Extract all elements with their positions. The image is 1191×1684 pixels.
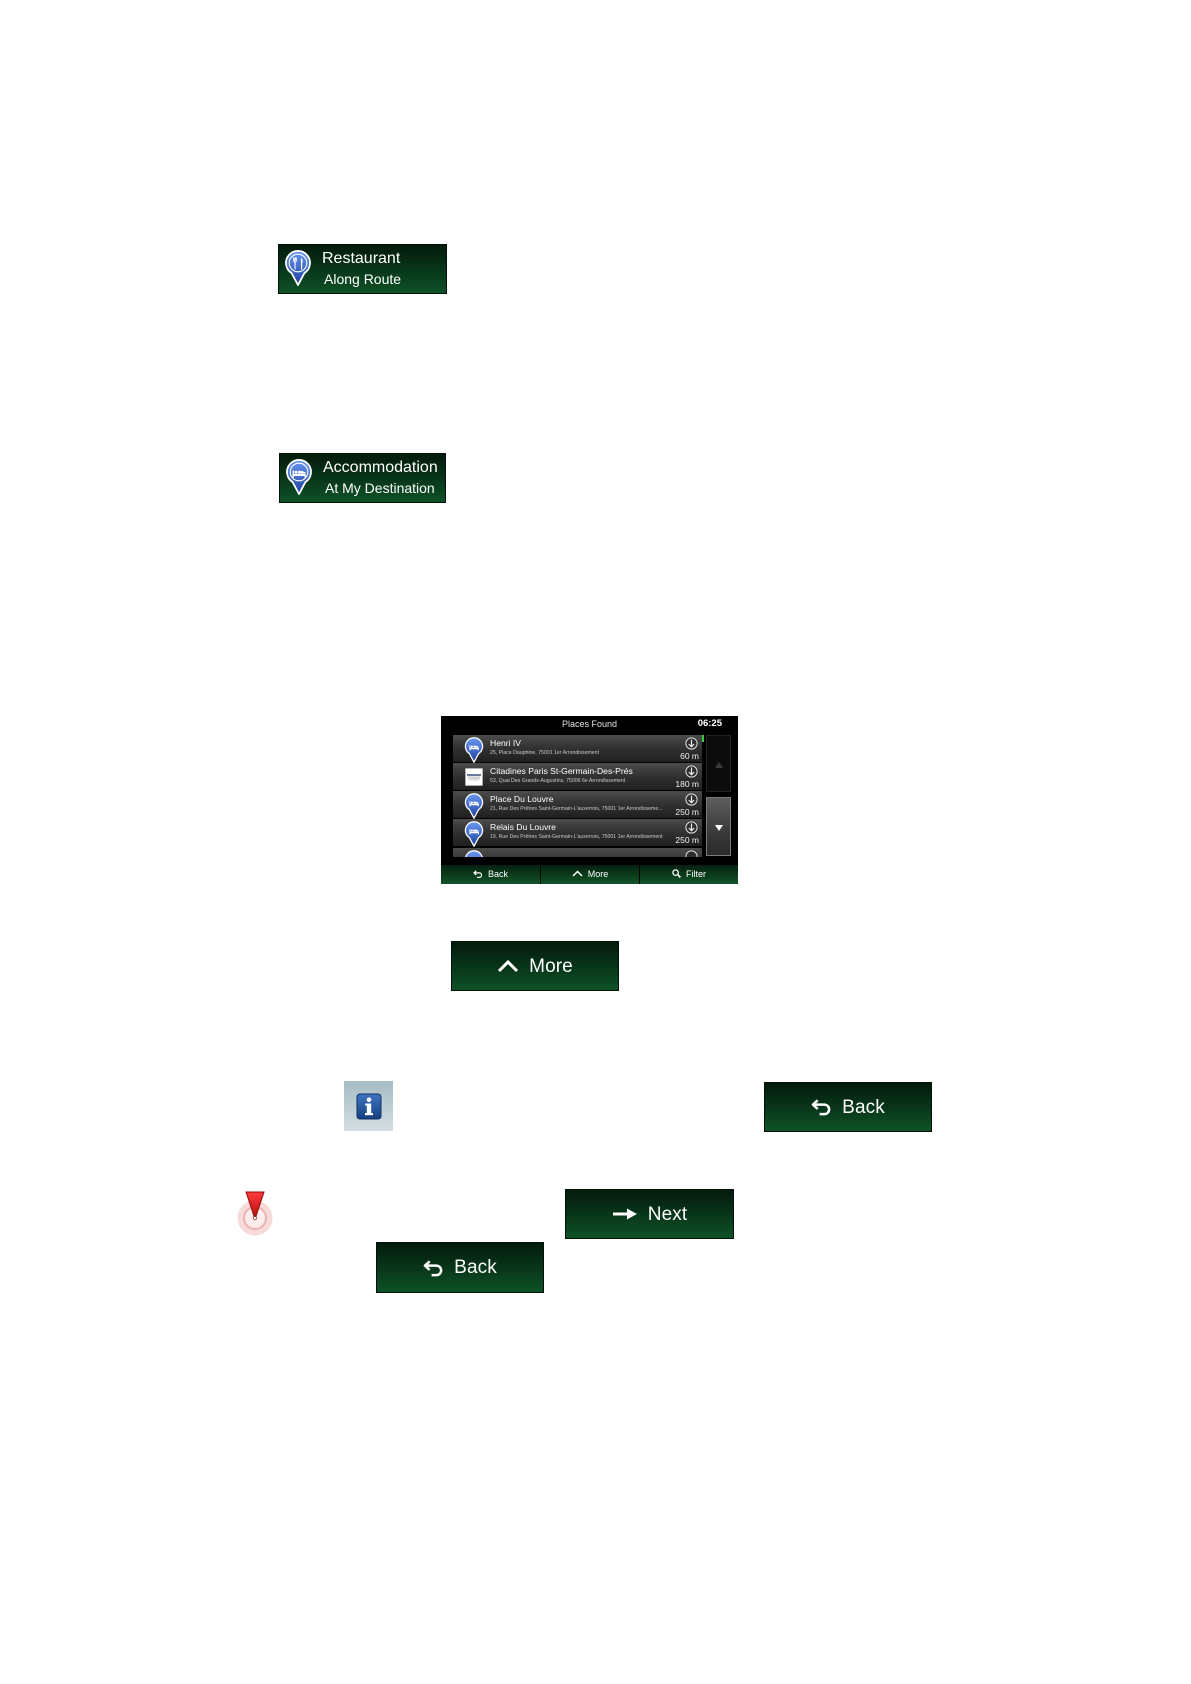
back-label: Back bbox=[842, 1096, 885, 1118]
hotel-pin-icon bbox=[464, 850, 484, 857]
back-button[interactable]: Back bbox=[764, 1082, 932, 1132]
scroll-position-indicator bbox=[702, 735, 704, 742]
search-icon bbox=[672, 869, 681, 880]
restaurant-along-route-button[interactable]: Restaurant Along Route bbox=[278, 244, 447, 294]
place-distance: 180 m bbox=[675, 779, 699, 789]
scroll-up-arrow-icon bbox=[714, 755, 723, 773]
results-list: Henri IV 25, Place Dauphine, 75001 1er A… bbox=[453, 735, 702, 857]
restaurant-pin-icon bbox=[284, 250, 312, 287]
hotel-pin-icon bbox=[464, 793, 484, 820]
scroll-up-button[interactable] bbox=[706, 735, 731, 792]
toolbar-back-button[interactable]: Back bbox=[441, 865, 540, 884]
place-address: 19, Rue Des Prêtres Saint-Germain-L'auxe… bbox=[490, 834, 663, 840]
list-item[interactable]: Place Du Louvre 21, Rue Des Prêtres Sain… bbox=[453, 791, 702, 820]
hotel-pin-icon bbox=[464, 821, 484, 848]
more-button[interactable]: More bbox=[451, 941, 619, 991]
direction-icon bbox=[685, 737, 698, 750]
place-name: Relais Du Louvre bbox=[490, 822, 556, 832]
info-icon[interactable] bbox=[344, 1081, 393, 1131]
hotel-pin-icon bbox=[464, 737, 484, 764]
direction-icon bbox=[685, 821, 698, 834]
next-label: Next bbox=[647, 1203, 688, 1225]
chevron-up-icon bbox=[497, 959, 519, 973]
button-title: Restaurant bbox=[322, 250, 401, 267]
clock: 06:25 bbox=[697, 718, 722, 729]
places-found-screen: Places Found 06:25 Henri IV 25, Place Da… bbox=[441, 716, 738, 884]
screen-toolbar: Back More Filter bbox=[441, 865, 738, 884]
place-address: 25, Place Dauphine, 75001 1er Arrondisse… bbox=[490, 750, 600, 756]
direction-icon bbox=[685, 850, 698, 857]
list-item[interactable]: Relais Du Louvre 19, Rue Des Prêtres Sai… bbox=[453, 819, 702, 848]
toolbar-more-label: More bbox=[587, 869, 609, 879]
back-arrow-icon bbox=[473, 869, 483, 880]
list-item[interactable]: Henri IV 25, Place Dauphine, 75001 1er A… bbox=[453, 735, 702, 764]
right-arrow-icon bbox=[612, 1207, 638, 1221]
back-arrow-icon bbox=[423, 1259, 444, 1277]
place-name: Henri IV bbox=[490, 738, 522, 748]
toolbar-back-label: Back bbox=[487, 869, 508, 879]
button-subtitle: Along Route bbox=[324, 271, 402, 287]
list-item[interactable]: Citadines Paris St-Germain-Des-Prés 53, … bbox=[453, 763, 702, 790]
back-button[interactable]: Back bbox=[376, 1242, 544, 1293]
list-item-partial[interactable] bbox=[453, 848, 702, 857]
button-subtitle: At My Destination bbox=[325, 480, 435, 496]
destination-marker-icon bbox=[236, 1190, 274, 1238]
scroll-down-button[interactable] bbox=[706, 797, 731, 856]
place-address: 53, Quai Des Grands-Augustins, 75006 6e … bbox=[490, 778, 626, 784]
place-address: 21, Rue Des Prêtres Saint-Germain-L'auxe… bbox=[490, 806, 663, 812]
toolbar-filter-label: Filter bbox=[686, 869, 706, 879]
next-button[interactable]: Next bbox=[565, 1189, 734, 1239]
toolbar-more-button[interactable]: More bbox=[541, 865, 639, 884]
accommodation-at-destination-button[interactable]: Accommodation At My Destination bbox=[279, 453, 446, 503]
screen-title: Places Found bbox=[561, 719, 618, 729]
place-distance: 250 m bbox=[675, 835, 699, 845]
bed-pin-icon bbox=[285, 459, 313, 496]
place-distance: 60 m bbox=[680, 751, 699, 761]
place-name: Citadines Paris St-Germain-Des-Prés bbox=[490, 766, 633, 776]
back-label: Back bbox=[454, 1257, 497, 1278]
place-name: Place Du Louvre bbox=[490, 794, 554, 804]
direction-icon bbox=[685, 793, 698, 806]
more-label: More bbox=[529, 955, 573, 977]
scroll-down-arrow-icon bbox=[714, 818, 723, 836]
toolbar-filter-button[interactable]: Filter bbox=[640, 865, 738, 884]
direction-icon bbox=[685, 765, 698, 778]
hotel-logo-icon bbox=[465, 768, 483, 786]
back-arrow-icon bbox=[811, 1098, 832, 1116]
button-title: Accommodation bbox=[323, 459, 438, 476]
place-distance: 250 m bbox=[675, 807, 699, 817]
chevron-up-icon bbox=[572, 870, 583, 879]
